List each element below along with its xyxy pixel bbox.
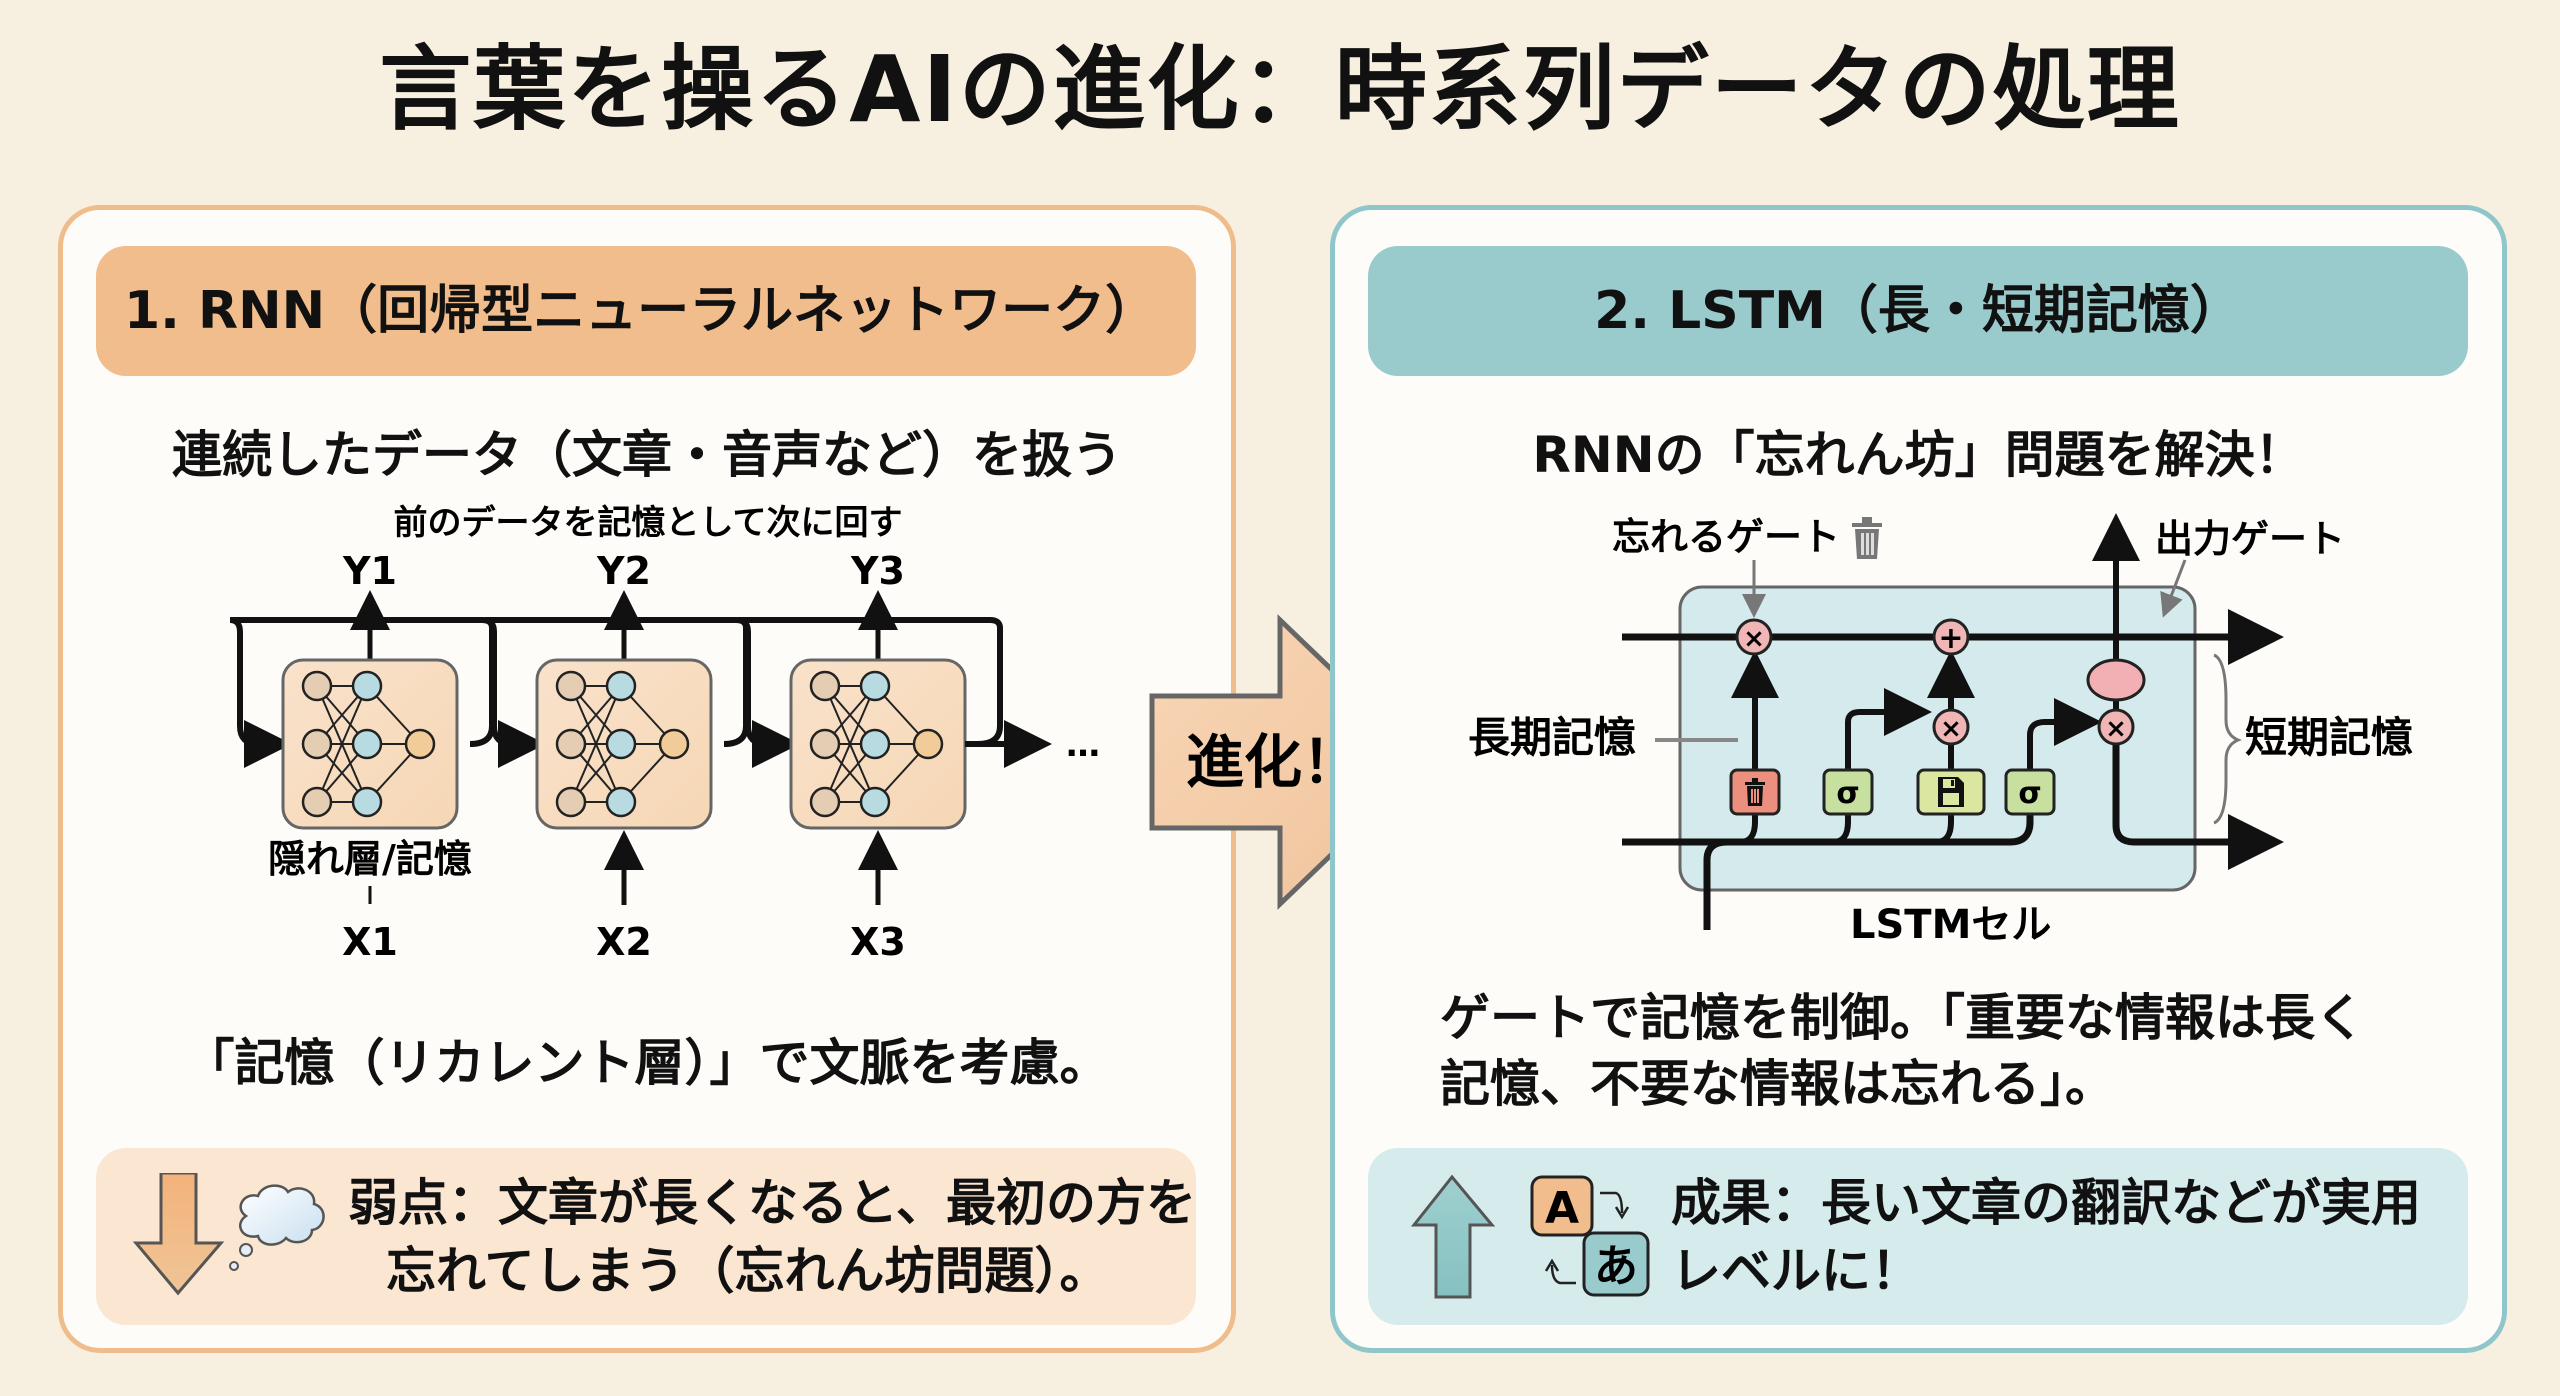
lstm-subtitle: RNNの「忘れん坊」問題を解決！	[1532, 426, 2305, 484]
rnn-subtitle: 連続したデータ（文章・音声など）を扱う	[172, 426, 1122, 484]
down-arrow-icon	[132, 1173, 225, 1296]
thought-cloud-icon	[229, 1184, 325, 1271]
rnn-weakness-box: 弱点：文章が長くなると、最初の方を 忘れてしまう（忘れん坊問題）。	[96, 1148, 1196, 1325]
page-title: 言葉を操るAIの進化：時系列データの処理	[379, 36, 2181, 143]
lstm-description-line-2: 記憶、不要な情報は忘れる」。	[1440, 1055, 2115, 1113]
lstm-result-box: A あ 成果：長い文章の翻訳などが実用 レベルに！	[1368, 1148, 2468, 1325]
up-arrow-icon	[1410, 1174, 1496, 1299]
translate-to-glyph: あ	[1594, 1241, 1638, 1292]
lstm-panel: 2. LSTM（長・短期記憶） RNNの「忘れん坊」問題を解決！ ゲートで記憶を…	[1330, 205, 2507, 1353]
translate-from-glyph: A	[1545, 1183, 1579, 1234]
weakness-line-2: 忘れてしまう（忘れん坊問題）。	[386, 1242, 1110, 1300]
rnn-description: 「記憶（リカレント層）」で文脈を考慮。	[184, 1034, 1110, 1092]
translate-icon: A あ	[1530, 1175, 1650, 1297]
weakness-line-1: 弱点：文章が長くなると、最初の方を	[348, 1174, 1196, 1232]
result-line-2: レベルに！	[1671, 1242, 1921, 1300]
rnn-panel: 1. RNN（回帰型ニューラルネットワーク） 連続したデータ（文章・音声など）を…	[58, 205, 1236, 1353]
result-line-1: 成果：長い文章の翻訳などが実用	[1671, 1174, 2421, 1232]
lstm-description-line-1: ゲートで記憶を制御。「重要な情報は長く	[1440, 989, 2365, 1047]
rnn-header: 1. RNN（回帰型ニューラルネットワーク）	[96, 246, 1196, 376]
lstm-header: 2. LSTM（長・短期記憶）	[1368, 246, 2468, 376]
lstm-description: ゲートで記憶を制御。「重要な情報は長く 記憶、不要な情報は忘れる」。	[1440, 985, 2365, 1117]
